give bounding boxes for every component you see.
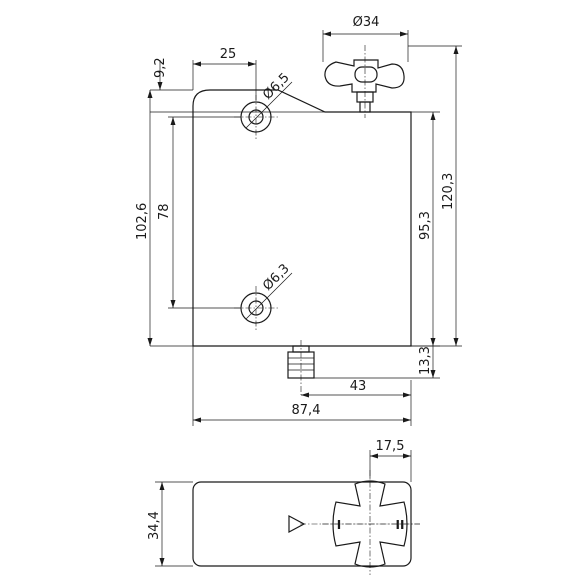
- dim-right-height: 95,3: [418, 211, 433, 240]
- triangle-icon: [288, 515, 306, 533]
- dim-offset-top: 9,2: [153, 57, 168, 78]
- dim-hole-offset: 25: [220, 47, 237, 62]
- front-view: [192, 45, 412, 395]
- cable-connector: [287, 340, 315, 395]
- dim-total-height: 120,3: [441, 173, 456, 210]
- dim-side-offset: 17,5: [376, 439, 405, 454]
- dim-hole-spacing: 78: [157, 203, 172, 220]
- bottom-dimensions: 17,5 34,4: [147, 439, 412, 567]
- marking-position-two: II: [396, 518, 405, 532]
- bottom-view: I II: [192, 470, 420, 575]
- dim-connector-height: 13,3: [418, 346, 433, 375]
- body-outline: [192, 89, 412, 347]
- dim-body-width: 87,4: [292, 403, 321, 418]
- dim-body-height: 102,6: [135, 203, 150, 240]
- marking-position-one: I: [337, 518, 341, 532]
- dim-side-height: 34,4: [147, 511, 162, 540]
- dim-knob-diameter: Ø34: [353, 15, 380, 30]
- rotary-knob: [324, 45, 405, 118]
- cross-knob: [332, 480, 408, 568]
- dim-connector-offset: 43: [350, 379, 367, 394]
